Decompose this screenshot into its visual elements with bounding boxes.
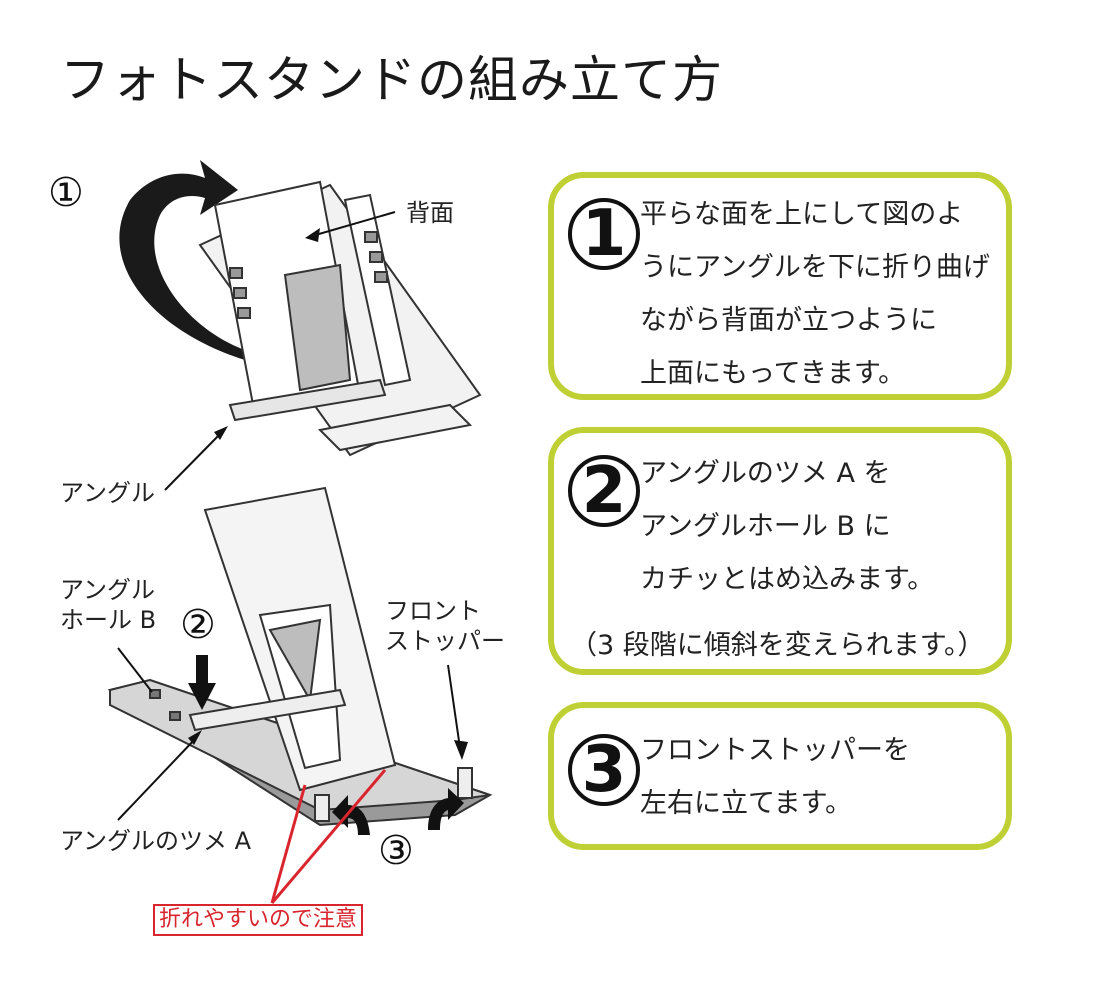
assembly-illustration [107, 160, 493, 904]
step-number-2: 2 [568, 455, 640, 527]
step-1-line: 平らな面を上にして図のよ [640, 199, 964, 230]
step-1-line: ながら背面が立つように [640, 305, 937, 336]
step-1-text: 平らな面を上にして図のよ うにアングルを下に折り曲げ ながら背面が立つように 上… [640, 188, 990, 400]
warning-label: 折れやすいので注意 [153, 904, 364, 936]
arrow-head-icon [454, 740, 468, 760]
arrow-head-icon [214, 426, 228, 440]
step-box-3: 3 フロントストッパーを 左右に立てます。 [548, 702, 1012, 850]
step-box-2: 2 アングルのツメ A を アングルホール B に カチッとはめ込みます。 （3… [548, 427, 1012, 675]
step-3-line: 左右に立てます。 [640, 788, 852, 819]
arrow-head-icon [188, 730, 202, 745]
label-angle: アングル [60, 479, 156, 507]
down-arrow-icon [188, 683, 216, 710]
stand-bottom [107, 486, 493, 827]
step-2-line: アングルのツメ A を [640, 458, 891, 489]
label-back: 背面 [406, 199, 454, 227]
step-number-3: 3 [568, 734, 640, 806]
label-front-stopper-line1: フロント [385, 597, 481, 625]
label-angle-hole-b-line1: アングル [60, 576, 156, 604]
label-front-stopper: フロント ストッパー [385, 596, 505, 656]
step-number-1: 1 [568, 198, 640, 270]
step1-marker: ① [48, 170, 84, 216]
step-2-note: （3 段階に傾斜を変えられます。） [570, 630, 985, 661]
stand-top [198, 180, 482, 457]
page-title: フォトスタンドの組み立て方 [60, 51, 723, 109]
label-front-stopper-line2: ストッパー [385, 627, 505, 655]
step-2-line: アングルホール B に [640, 511, 891, 542]
step-2-text: アングルのツメ A を アングルホール B に カチッとはめ込みます。 [640, 447, 934, 606]
arrow-head-icon [305, 228, 320, 242]
rotate-arrow-icon [119, 160, 245, 360]
label-angle-hole-b-line2: ホール B [60, 606, 157, 634]
step-2-line: カチッとはめ込みます。 [640, 564, 935, 595]
curl-arrow-icon [332, 795, 370, 835]
step-1-line: うにアングルを下に折り曲げ [640, 252, 990, 283]
step-3-text: フロントストッパーを 左右に立てます。 [640, 724, 910, 830]
step-3-line: フロントストッパーを [640, 735, 910, 766]
step-1-line: 上面にもってきます。 [640, 358, 906, 389]
step3-marker: ③ [378, 828, 414, 874]
label-angle-hole-b: アングル ホール B [60, 575, 156, 635]
label-angle-tab-a: アングルのツメ A [60, 827, 252, 855]
step2-marker: ② [180, 602, 216, 648]
step-box-1: 1 平らな面を上にして図のよ うにアングルを下に折り曲げ ながら背面が立つように… [548, 172, 1012, 400]
curl-arrow-icon [428, 788, 464, 830]
